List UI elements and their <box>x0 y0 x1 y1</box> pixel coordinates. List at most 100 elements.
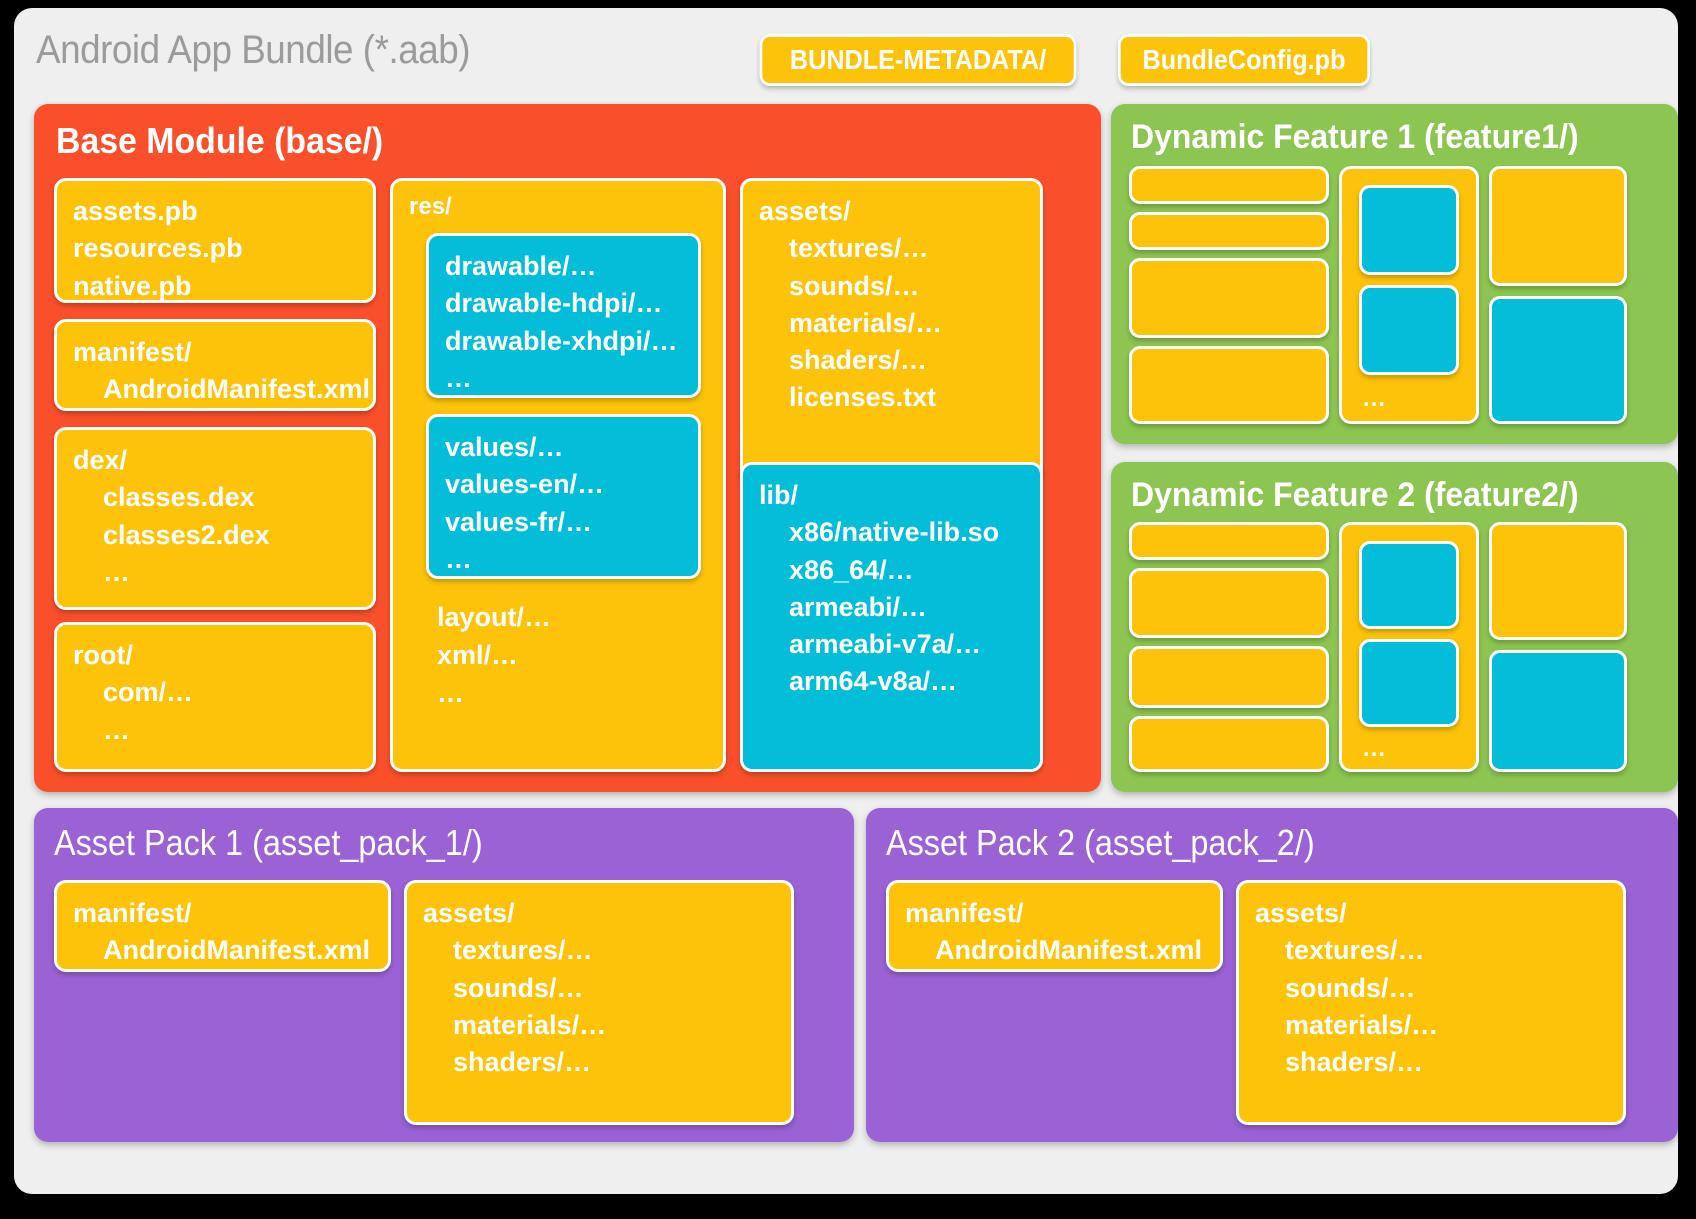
feature1-box-3[interactable] <box>1129 258 1329 338</box>
base-lib-box[interactable]: lib/ x86/native-lib.so x86_64/… armeabi/… <box>740 462 1043 772</box>
values-en-line: values-en/… <box>445 469 605 500</box>
values-ellipsis: … <box>445 543 472 574</box>
feature1-cyan-box-3[interactable] <box>1489 296 1627 424</box>
lib-armeabi-line: armeabi/… <box>789 591 928 622</box>
asset-pack-2-title: Asset Pack 2 (asset_pack_2/) <box>886 822 1315 863</box>
lib-x86-64-line: x86_64/… <box>789 554 914 585</box>
ap2-sounds-line: sounds/… <box>1285 972 1416 1003</box>
layout-line: layout/… <box>437 602 552 632</box>
ap2-textures-line: textures/… <box>1285 935 1425 966</box>
dynamic-feature-2-card: Dynamic Feature 2 (feature2/) … <box>1111 462 1678 792</box>
root-dir-line: root/ <box>73 640 133 670</box>
lib-dir-line: lib/ <box>759 480 798 510</box>
ap2-assets-dir-line: assets/ <box>1255 898 1347 928</box>
bundle-metadata-chip[interactable]: BUNDLE-METADATA/ <box>759 34 1077 86</box>
lib-arm64-v8a-line: arm64-v8a/… <box>789 666 958 697</box>
feature2-cyan-box-3[interactable] <box>1489 650 1627 772</box>
feature2-box-2[interactable] <box>1129 568 1329 638</box>
base-assets-box[interactable]: assets/ textures/… sounds/… materials/… … <box>740 178 1043 483</box>
asset-pack-1-manifest-box[interactable]: manifest/ AndroidManifest.xml <box>54 880 391 972</box>
base-manifest-box[interactable]: manifest/ AndroidManifest.xml <box>54 319 376 411</box>
feature2-container-ellipsis: … <box>1362 735 1386 762</box>
feature2-cyan-box-1[interactable] <box>1359 541 1459 629</box>
feature1-box-4[interactable] <box>1129 346 1329 424</box>
asset-pack-1-card: Asset Pack 1 (asset_pack_1/) manifest/ A… <box>34 808 854 1142</box>
ap2-android-manifest-line: AndroidManifest.xml <box>935 935 1203 966</box>
asset-pack-2-assets-box[interactable]: assets/ textures/… sounds/… materials/… … <box>1236 880 1626 1125</box>
res-tail-ellipsis: … <box>437 677 464 708</box>
resources-pb-line: resources.pb <box>73 233 243 264</box>
drawable-line: drawable/… <box>445 251 597 281</box>
ap1-assets-dir-line: assets/ <box>423 898 515 928</box>
ap1-sounds-line: sounds/… <box>453 972 584 1003</box>
root-ellipsis: … <box>103 714 130 745</box>
values-fr-line: values-fr/… <box>445 506 593 537</box>
ap1-textures-line: textures/… <box>453 935 593 966</box>
page-title: Android App Bundle (*.aab) <box>36 28 471 72</box>
drawable-hdpi-line: drawable-hdpi/… <box>445 288 663 319</box>
feature1-box-1[interactable] <box>1129 166 1329 204</box>
base-pb-files-box[interactable]: assets.pb resources.pb native.pb <box>54 178 376 303</box>
drawable-ellipsis: … <box>445 362 472 393</box>
values-line: values/… <box>445 432 564 462</box>
feature2-box-1[interactable] <box>1129 522 1329 560</box>
base-res-box[interactable]: res/ drawable/… drawable-hdpi/… drawable… <box>390 178 726 772</box>
assets-pb-line: assets.pb <box>73 196 198 226</box>
classes-dex-line: classes.dex <box>103 482 255 513</box>
assets-textures-line: textures/… <box>789 233 929 264</box>
assets-shaders-line: shaders/… <box>789 345 928 375</box>
xml-line: xml/… <box>437 639 519 670</box>
feature2-cyan-box-2[interactable] <box>1359 639 1459 727</box>
base-module-title: Base Module (base/) <box>56 120 384 161</box>
res-tail-lines: layout/… xml/… … <box>437 599 551 712</box>
lib-armeabi-v7a-line: armeabi-v7a/… <box>789 629 982 659</box>
feature2-box-5[interactable] <box>1489 522 1627 640</box>
android-manifest-line: AndroidManifest.xml <box>103 374 371 405</box>
feature2-box-3[interactable] <box>1129 646 1329 708</box>
res-dir-label: res/ <box>409 193 452 220</box>
ap1-manifest-dir-line: manifest/ <box>73 898 192 928</box>
base-root-box[interactable]: root/ com/… … <box>54 622 376 772</box>
ap1-shaders-line: shaders/… <box>453 1047 592 1077</box>
dynamic-feature-1-card: Dynamic Feature 1 (feature1/) … <box>1111 104 1678 444</box>
manifest-dir-line: manifest/ <box>73 337 192 367</box>
feature1-container-ellipsis: … <box>1362 385 1386 412</box>
assets-sounds-line: sounds/… <box>789 270 920 301</box>
native-pb-line: native.pb <box>73 270 192 301</box>
root-com-line: com/… <box>103 677 194 708</box>
ap2-materials-line: materials/… <box>1285 1009 1439 1040</box>
assets-licenses-line: licenses.txt <box>789 382 937 413</box>
ap1-materials-line: materials/… <box>453 1009 607 1040</box>
dex-ellipsis: … <box>103 556 130 587</box>
asset-pack-2-card: Asset Pack 2 (asset_pack_2/) manifest/ A… <box>866 808 1678 1142</box>
bundleconfig-chip[interactable]: BundleConfig.pb <box>1118 34 1370 86</box>
res-values-box[interactable]: values/… values-en/… values-fr/… … <box>426 414 701 579</box>
feature1-box-2[interactable] <box>1129 212 1329 250</box>
bundle-metadata-label: BUNDLE-METADATA/ <box>789 44 1047 75</box>
res-drawable-box[interactable]: drawable/… drawable-hdpi/… drawable-xhdp… <box>426 233 701 398</box>
assets-materials-line: materials/… <box>789 307 943 338</box>
bundleconfig-label: BundleConfig.pb <box>1142 44 1346 75</box>
ap2-manifest-dir-line: manifest/ <box>905 898 1024 928</box>
feature2-box-4[interactable] <box>1129 716 1329 772</box>
ap2-shaders-line: shaders/… <box>1285 1047 1424 1077</box>
asset-pack-1-title: Asset Pack 1 (asset_pack_1/) <box>54 822 483 863</box>
feature2-res-container[interactable]: … <box>1339 522 1479 772</box>
assets-dir-line: assets/ <box>759 196 851 226</box>
feature1-res-container[interactable]: … <box>1339 166 1479 424</box>
base-module-card: Base Module (base/) assets.pb resources.… <box>34 104 1101 792</box>
ap1-android-manifest-line: AndroidManifest.xml <box>103 935 371 966</box>
bundle-header: Android App Bundle (*.aab) BUNDLE-METADA… <box>14 8 1678 96</box>
android-app-bundle-frame: Android App Bundle (*.aab) BUNDLE-METADA… <box>14 8 1678 1194</box>
dex-dir-line: dex/ <box>73 445 128 475</box>
dynamic-feature-2-title: Dynamic Feature 2 (feature2/) <box>1131 476 1579 514</box>
feature1-cyan-box-1[interactable] <box>1359 185 1459 275</box>
lib-x86-line: x86/native-lib.so <box>789 517 1000 548</box>
classes2-dex-line: classes2.dex <box>103 519 270 550</box>
base-dex-box[interactable]: dex/ classes.dex classes2.dex … <box>54 427 376 610</box>
feature1-cyan-box-2[interactable] <box>1359 285 1459 375</box>
asset-pack-1-assets-box[interactable]: assets/ textures/… sounds/… materials/… … <box>404 880 794 1125</box>
asset-pack-2-manifest-box[interactable]: manifest/ AndroidManifest.xml <box>886 880 1223 972</box>
dynamic-feature-1-title: Dynamic Feature 1 (feature1/) <box>1131 118 1579 156</box>
feature1-box-5[interactable] <box>1489 166 1627 286</box>
